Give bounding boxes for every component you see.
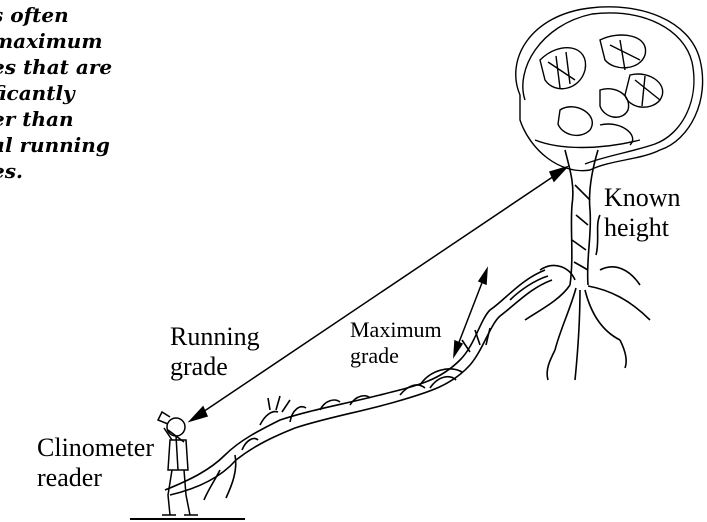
- clinometer-reader-figure: [158, 412, 198, 515]
- running-grade-line1: Running: [170, 322, 260, 352]
- caption-line: ficantly: [0, 80, 172, 106]
- known-height-line2: height: [604, 213, 681, 243]
- hill-slope: [165, 270, 552, 500]
- caption-line: er than: [0, 106, 172, 132]
- maximum-grade-arrow: [454, 269, 487, 356]
- maximum-grade-line2: grade: [350, 343, 442, 369]
- running-grade-arrow: [190, 167, 567, 421]
- caption-text: s often maximum es that are ficantly er …: [0, 2, 172, 184]
- caption-line: maximum: [0, 28, 172, 54]
- known-height-label: Known height: [604, 183, 681, 243]
- clinometer-reader-line1: Clinometer: [37, 433, 154, 463]
- running-grade-label: Running grade: [170, 322, 260, 382]
- caption-line: al running: [0, 132, 172, 158]
- maximum-grade-label: Maximum grade: [350, 317, 442, 369]
- caption-line: s often: [0, 2, 172, 28]
- clinometer-reader-line2: reader: [37, 463, 154, 493]
- tree-canopy: [516, 7, 703, 171]
- running-grade-line2: grade: [170, 352, 260, 382]
- clinometer-reader-label: Clinometer reader: [37, 433, 154, 493]
- known-height-line1: Known: [604, 183, 681, 213]
- maximum-grade-line1: Maximum: [350, 317, 442, 343]
- caption-line: es.: [0, 158, 172, 184]
- caption-line: es that are: [0, 54, 172, 80]
